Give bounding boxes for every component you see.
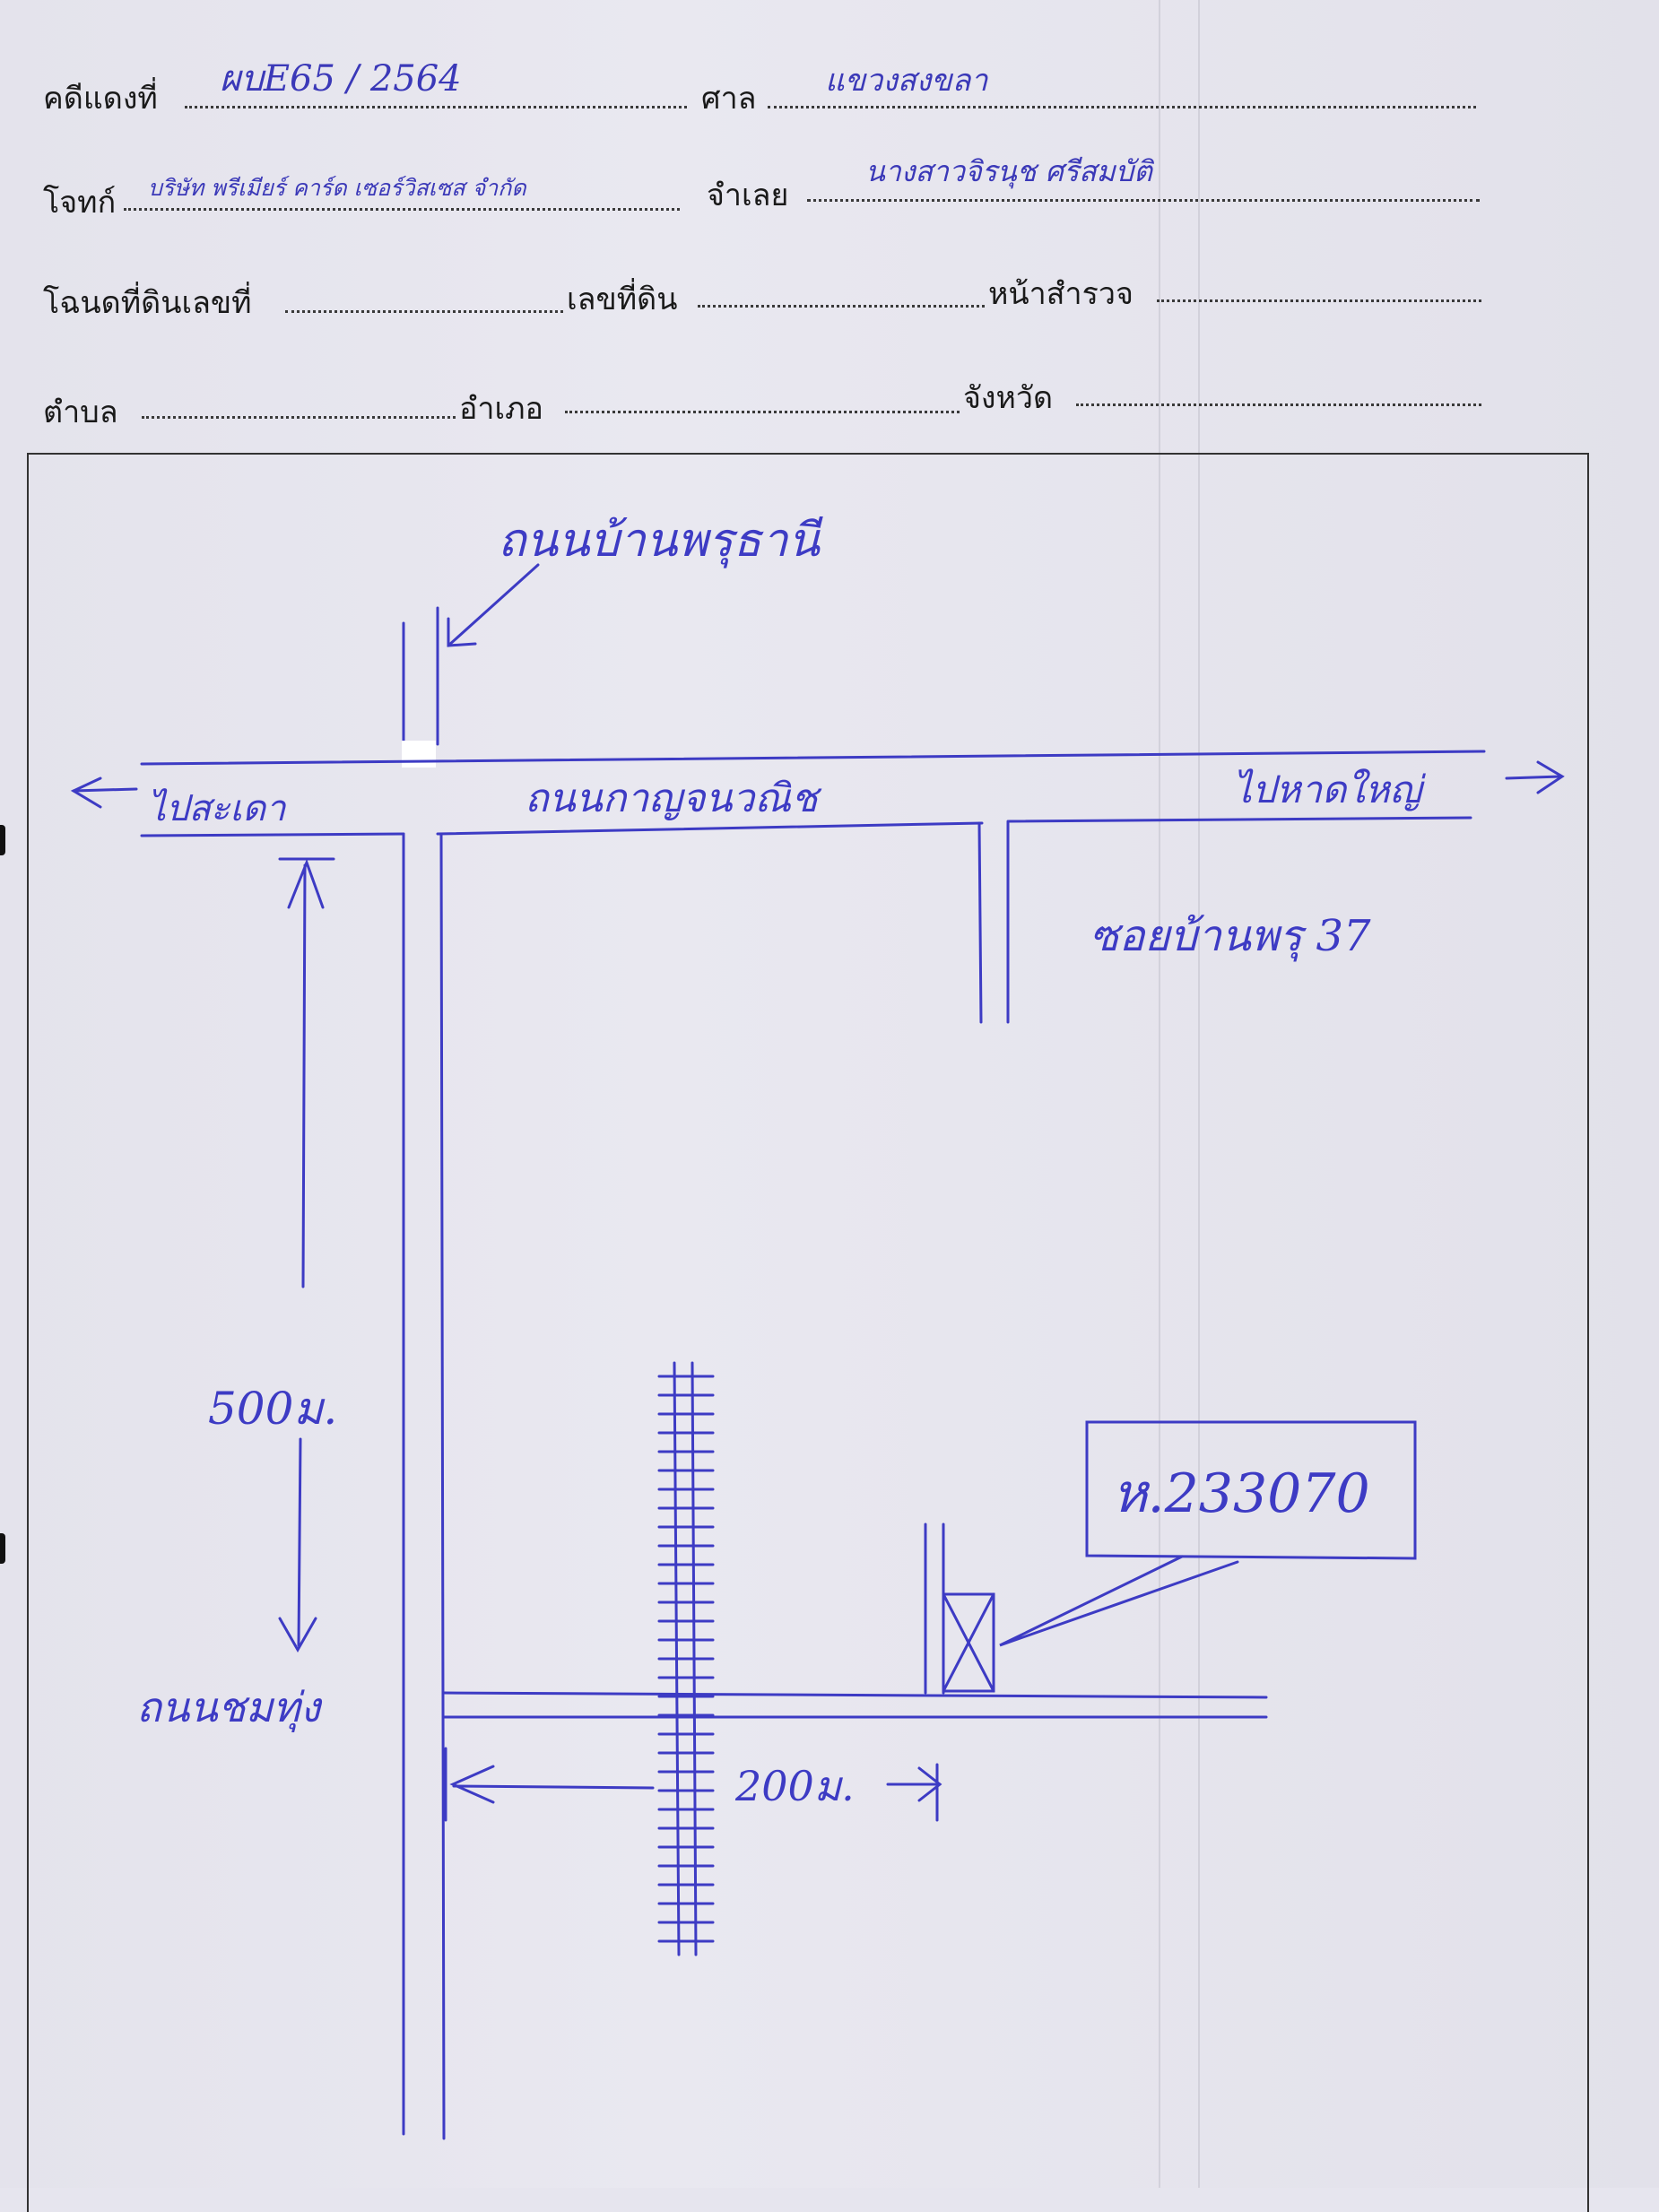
court-label: ศาล xyxy=(701,81,757,117)
plaintiff-label: โจทก์ xyxy=(43,185,117,221)
plot-box xyxy=(942,1592,995,1693)
fold-line xyxy=(1159,0,1160,2188)
binder-hole xyxy=(0,825,5,855)
defendant-value: นางสาวจิรนุช ศรีสมบัติ xyxy=(865,154,1152,188)
fold-line xyxy=(1198,0,1200,2188)
district-label: อำเภอ xyxy=(459,391,543,427)
dim-horizontal-arrow-right xyxy=(917,1766,942,1802)
pointer-arrow-line xyxy=(447,563,540,647)
main-road-top-edge xyxy=(140,750,1486,766)
label-soi: ซอยบ้านพรุ 37 xyxy=(1090,911,1371,962)
subdistrict-label: ตำบล xyxy=(43,395,118,430)
defendant-line xyxy=(807,199,1480,202)
left-arrow-shaft xyxy=(72,787,138,793)
right-arrow-head xyxy=(1536,760,1565,794)
right-arrow-shaft xyxy=(1505,775,1562,780)
survey-line xyxy=(1157,299,1481,302)
deed-label: โฉนดที่ดินเลขที่ xyxy=(43,285,252,321)
subdistrict-line xyxy=(142,416,456,419)
label-right-direction: ไปหาดใหญ่ xyxy=(1233,768,1426,811)
map-frame xyxy=(27,453,1589,2212)
railway-ties xyxy=(657,1375,715,1943)
main-road-bottom-edge-right xyxy=(1007,816,1472,823)
district-line xyxy=(565,411,960,413)
province-label: จังหวัด xyxy=(963,380,1054,416)
label-distance-vertical: 500ม. xyxy=(208,1383,337,1435)
pointer-arrow-head xyxy=(447,617,477,647)
binder-hole xyxy=(0,1533,5,1564)
case-no-label: คดีแดงที่ xyxy=(43,81,158,117)
land-no-line xyxy=(698,305,985,308)
land-no-label: เลขที่ดิน xyxy=(567,282,678,317)
main-road-bottom-edge-left xyxy=(140,832,405,837)
case-no-value: ผบE65 / 2564 xyxy=(220,58,462,100)
survey-label: หน้าสำรวจ xyxy=(988,276,1134,312)
main-road-bottom-edge-mid xyxy=(436,821,984,836)
court-value: แขวงสงขลา xyxy=(825,63,988,99)
court-line xyxy=(768,106,1476,108)
dim-vertical-arrow-up xyxy=(287,858,325,909)
defendant-label: จำเลย xyxy=(707,178,789,213)
dim-horizontal-line xyxy=(452,1784,655,1790)
dim-vertical-arrow-down xyxy=(278,1617,317,1653)
intersection-gap xyxy=(402,741,436,768)
bottom-road-top-edge xyxy=(442,1691,1268,1699)
dim-vertical-line-upper xyxy=(301,863,307,1288)
vertical-road-right-edge xyxy=(439,832,446,2140)
plaintiff-line xyxy=(124,208,680,211)
plaintiff-value: บริษัท พรีเมียร์ คาร์ด เซอร์วิสเซส จำกัด xyxy=(148,175,526,201)
dim-horizontal-arrow-left xyxy=(449,1765,495,1804)
deed-line xyxy=(285,310,563,313)
label-distance-horizontal: 200ม. xyxy=(734,1762,855,1810)
plot-callout-box xyxy=(1085,1420,1417,1560)
plot-callout-pointer xyxy=(999,1555,1239,1647)
left-arrow-head xyxy=(70,776,102,809)
province-line xyxy=(1076,403,1481,406)
label-road-top: ถนนบ้านพรุธานี xyxy=(498,514,824,568)
label-plot-id: ห.233070 xyxy=(1112,1462,1370,1525)
soi-left-edge xyxy=(977,821,983,1024)
label-left-direction: ไปสะเดา xyxy=(148,788,287,829)
label-road-main: ถนนกาญจนวณิช xyxy=(525,776,822,821)
dim-vertical-line-lower xyxy=(297,1437,302,1647)
case-no-line xyxy=(185,106,687,108)
plot-cross-2 xyxy=(942,1592,995,1693)
label-road-bottom: ถนนชมทุ่ง xyxy=(136,1683,324,1732)
